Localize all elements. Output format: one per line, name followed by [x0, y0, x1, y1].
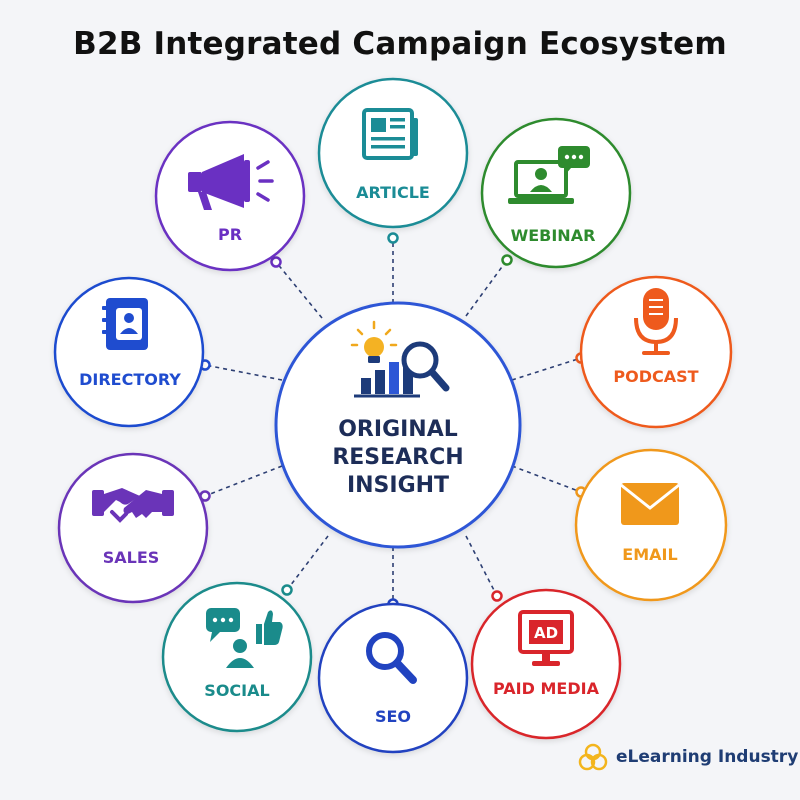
connector-dot-social	[281, 584, 293, 596]
page-title: B2B Integrated Campaign Ecosystem	[73, 26, 727, 62]
connector-social	[286, 535, 329, 591]
node-article: ARTICLE	[317, 77, 469, 229]
social-chat-icon	[206, 608, 283, 668]
node-label-seo: SEO	[375, 707, 411, 726]
handshake-icon	[92, 488, 174, 523]
connector-dot-pr	[270, 256, 282, 268]
connector-email	[511, 465, 582, 493]
microphone-icon	[634, 288, 678, 355]
node-label-podcast: PODCAST	[613, 367, 698, 386]
connector-podcast	[511, 357, 582, 381]
node-podcast: PODCAST	[579, 275, 733, 429]
logo-text: eLearning Industry	[616, 747, 799, 767]
center-line-1: ORIGINAL	[338, 417, 458, 442]
node-label-pr: PR	[218, 225, 242, 244]
newspaper-icon	[362, 108, 418, 160]
laptop-chat-icon	[508, 146, 590, 204]
node-seo: SEO	[317, 602, 469, 754]
node-paid-media: AD PAID MEDIA	[470, 588, 622, 740]
node-directory: DIRECTORY	[53, 276, 205, 428]
connector-dot-paid-media	[491, 590, 503, 602]
node-label-directory: DIRECTORY	[79, 370, 181, 389]
center-hub: ORIGINAL RESEARCH INSIGHT	[274, 301, 522, 549]
magnifier-icon	[366, 632, 417, 684]
connector-sales	[204, 465, 283, 497]
node-label-social: SOCIAL	[204, 681, 269, 700]
center-line-3: INSIGHT	[347, 473, 449, 498]
node-label-email: EMAIL	[622, 545, 677, 564]
node-social: SOCIAL	[161, 581, 313, 733]
node-label-article: ARTICLE	[356, 183, 430, 202]
svg-text:AD: AD	[534, 624, 558, 642]
connector-paid-media	[465, 535, 498, 597]
ad-monitor-icon: AD	[518, 610, 574, 666]
center-line-2: RESEARCH	[332, 445, 463, 470]
node-label-paid-media: PAID MEDIA	[493, 679, 600, 698]
address-book-icon	[102, 298, 148, 350]
megaphone-icon	[188, 154, 274, 210]
node-label-sales: SALES	[103, 548, 160, 567]
brand-logo: eLearning Industry	[578, 742, 798, 772]
node-webinar: WEBINAR	[480, 117, 632, 269]
logo-knot-icon	[578, 743, 608, 771]
connector-dot-article	[387, 232, 399, 244]
node-label-webinar: WEBINAR	[511, 226, 596, 245]
connector-webinar	[465, 259, 508, 317]
node-pr: PR	[154, 120, 306, 272]
connector-pr	[275, 261, 323, 319]
connector-dot-webinar	[501, 254, 513, 266]
connector-directory	[204, 364, 283, 381]
node-sales: SALES	[57, 452, 209, 604]
research-insight-icon	[350, 320, 450, 398]
envelope-icon	[620, 483, 680, 525]
node-email: EMAIL	[574, 448, 728, 602]
